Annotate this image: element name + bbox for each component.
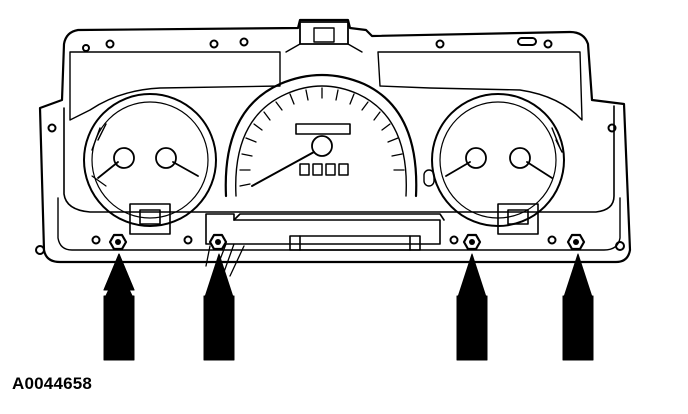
fasteners [108,233,586,251]
arrow-up-icon [203,253,235,361]
arrow-up-icon [456,253,488,361]
nut-icon [208,233,228,251]
nut-icon [108,233,128,251]
arrows [103,253,594,361]
left-gauge [83,93,217,227]
right-gauge [423,93,565,227]
cluster-bezel [35,18,632,264]
nut-icon [462,233,482,251]
arrow-up-icon [103,253,135,361]
speedometer [224,73,418,198]
figure-code: A0044658 [12,374,93,393]
odometer-display [299,163,349,176]
arrow-up-icon [562,253,594,361]
nut-icon [566,233,586,251]
